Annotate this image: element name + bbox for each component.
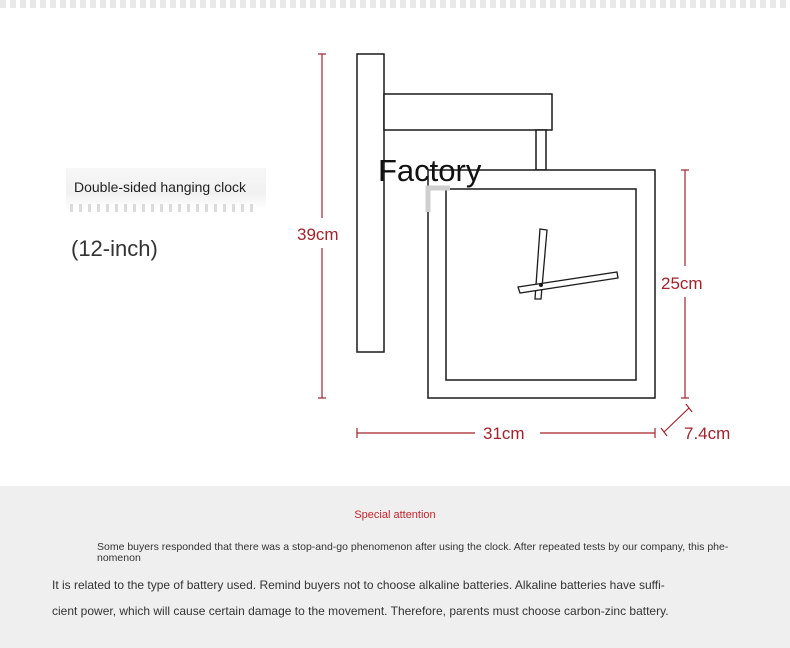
dimension-depth (660, 403, 693, 437)
clock-center (539, 283, 543, 287)
dimension-total-height (318, 53, 326, 399)
minute-hand (517, 271, 619, 294)
product-label-box (66, 168, 266, 210)
notice-panel (0, 486, 790, 648)
hanger-rod (535, 129, 547, 171)
blurred-text-strip (70, 204, 255, 212)
dimension-label-25cm: 25cm (661, 274, 703, 293)
wall-plate (356, 53, 385, 353)
notice-title: Special attention (354, 509, 436, 521)
mounting-arm (383, 93, 553, 131)
product-size: (12-inch) (71, 236, 158, 261)
dimension-label-7-4cm: 7.4cm (684, 424, 730, 443)
notice-paragraph-2: It is related to the type of battery use… (52, 578, 665, 592)
dimension-label-31cm: 31cm (483, 424, 525, 443)
product-name: Double-sided hanging clock (74, 179, 246, 195)
watermark-text: Factory (378, 153, 482, 188)
top-dashed-border (0, 0, 790, 8)
dimension-label-39cm: 39cm (297, 225, 339, 244)
hour-hand (534, 228, 548, 300)
notice-paragraph-3: cient power, which will cause certain da… (52, 604, 669, 618)
notice-paragraph-1: Some buyers responded that there was a s… (97, 541, 729, 564)
dimension-face-width (356, 428, 656, 438)
dimension-face-height (681, 169, 689, 399)
clock-dimension-diagram: 39cm 25cm 31cm 7.4cm (297, 53, 730, 443)
watermark-bracket (425, 185, 450, 212)
